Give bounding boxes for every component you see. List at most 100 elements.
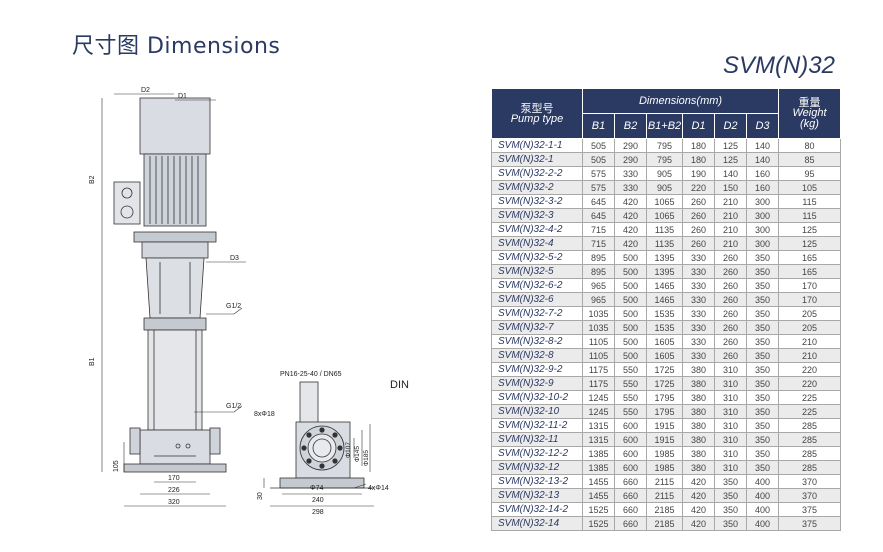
cell-b1-b2: 1915 bbox=[646, 432, 683, 447]
cell-b1: 1385 bbox=[582, 446, 615, 461]
cell-d3: 350 bbox=[746, 278, 779, 293]
label-b1: B1 bbox=[89, 357, 96, 366]
cell-b1-b2: 1065 bbox=[646, 194, 683, 209]
cell-d3: 350 bbox=[746, 390, 779, 405]
cell-b1: 575 bbox=[582, 166, 615, 181]
cell-b1-b2: 1065 bbox=[646, 208, 683, 223]
cell-d1: 330 bbox=[682, 250, 715, 265]
cell-b1: 895 bbox=[582, 264, 615, 279]
cell-d2: 210 bbox=[714, 236, 747, 251]
cell-b2: 500 bbox=[614, 306, 647, 321]
header-d2: D2 bbox=[714, 113, 747, 139]
cell-model: SVM(N)32-5 bbox=[491, 264, 583, 279]
cell-b1-b2: 1605 bbox=[646, 334, 683, 349]
cell-b2: 600 bbox=[614, 460, 647, 475]
cell-d1: 420 bbox=[682, 502, 715, 517]
header-weight: 重量 Weight (kg) bbox=[778, 88, 841, 139]
cell-d1: 380 bbox=[682, 390, 715, 405]
cell-b2: 660 bbox=[614, 502, 647, 517]
cell-weight: 285 bbox=[778, 418, 841, 433]
header-d3: D3 bbox=[746, 113, 779, 139]
label-din: DIN bbox=[390, 379, 409, 391]
cell-d3: 350 bbox=[746, 348, 779, 363]
cell-b1-b2: 1725 bbox=[646, 376, 683, 391]
cell-d1: 420 bbox=[682, 474, 715, 489]
cell-d3: 350 bbox=[746, 432, 779, 447]
cell-b2: 660 bbox=[614, 474, 647, 489]
model-title: SVM(N)32 bbox=[722, 52, 835, 79]
cell-b1-b2: 1465 bbox=[646, 292, 683, 307]
pump-base bbox=[139, 429, 211, 465]
cell-weight: 165 bbox=[778, 250, 841, 265]
label-phi145: Φ145 bbox=[354, 446, 361, 462]
cell-weight: 220 bbox=[778, 362, 841, 377]
cell-d1: 330 bbox=[682, 278, 715, 293]
cell-weight: 105 bbox=[778, 180, 841, 195]
cell-d3: 350 bbox=[746, 376, 779, 391]
cell-weight: 95 bbox=[778, 166, 841, 181]
cell-b1: 1035 bbox=[582, 306, 615, 321]
cell-d1: 420 bbox=[682, 516, 715, 531]
cell-d2: 260 bbox=[714, 250, 747, 265]
cell-d1: 380 bbox=[682, 460, 715, 475]
cell-b1: 1105 bbox=[582, 348, 615, 363]
cell-d1: 380 bbox=[682, 362, 715, 377]
cell-d2: 210 bbox=[714, 208, 747, 223]
cell-d1: 260 bbox=[682, 194, 715, 209]
cell-d2: 310 bbox=[714, 446, 747, 461]
cell-weight: 370 bbox=[778, 488, 841, 503]
cell-model: SVM(N)32-4-2 bbox=[491, 222, 583, 237]
label-holes: 8xΦ18 bbox=[254, 411, 275, 418]
cell-b1: 715 bbox=[582, 236, 615, 251]
cell-d3: 350 bbox=[746, 418, 779, 433]
cell-weight: 375 bbox=[778, 502, 841, 517]
cell-b1: 715 bbox=[582, 222, 615, 237]
terminal-box bbox=[113, 181, 141, 225]
cell-weight: 210 bbox=[778, 348, 841, 363]
cell-d2: 260 bbox=[714, 306, 747, 321]
cell-d1: 190 bbox=[682, 166, 715, 181]
cell-model: SVM(N)32-14-2 bbox=[491, 502, 583, 517]
cell-d1: 260 bbox=[682, 208, 715, 223]
cell-b1-b2: 1985 bbox=[646, 446, 683, 461]
cell-model: SVM(N)32-7 bbox=[491, 320, 583, 335]
cell-b1-b2: 2185 bbox=[646, 502, 683, 517]
cell-d3: 400 bbox=[746, 474, 779, 489]
label-dim-226: 226 bbox=[168, 487, 180, 494]
cell-weight: 170 bbox=[778, 292, 841, 307]
cell-b2: 500 bbox=[614, 250, 647, 265]
cell-weight: 205 bbox=[778, 306, 841, 321]
label-dim-30: 30 bbox=[257, 492, 264, 500]
cell-b1: 645 bbox=[582, 194, 615, 209]
cell-b2: 420 bbox=[614, 208, 647, 223]
cell-d1: 380 bbox=[682, 432, 715, 447]
cell-b1-b2: 1535 bbox=[646, 320, 683, 335]
cell-b1-b2: 2115 bbox=[646, 474, 683, 489]
cell-model: SVM(N)32-12-2 bbox=[491, 446, 583, 461]
cell-d3: 350 bbox=[746, 292, 779, 307]
motor-flange bbox=[133, 231, 217, 243]
label-d2: D2 bbox=[141, 87, 150, 94]
cell-b1: 1315 bbox=[582, 432, 615, 447]
cell-d1: 260 bbox=[682, 236, 715, 251]
cell-d3: 300 bbox=[746, 236, 779, 251]
cell-d1: 420 bbox=[682, 488, 715, 503]
cell-model: SVM(N)32-10 bbox=[491, 404, 583, 419]
cell-b1: 505 bbox=[582, 138, 615, 153]
cell-d1: 180 bbox=[682, 138, 715, 153]
cell-b1-b2: 1725 bbox=[646, 362, 683, 377]
cell-b1-b2: 1795 bbox=[646, 404, 683, 419]
cell-d1: 220 bbox=[682, 180, 715, 195]
cell-b2: 550 bbox=[614, 390, 647, 405]
cell-model: SVM(N)32-4 bbox=[491, 236, 583, 251]
cell-d2: 260 bbox=[714, 292, 747, 307]
